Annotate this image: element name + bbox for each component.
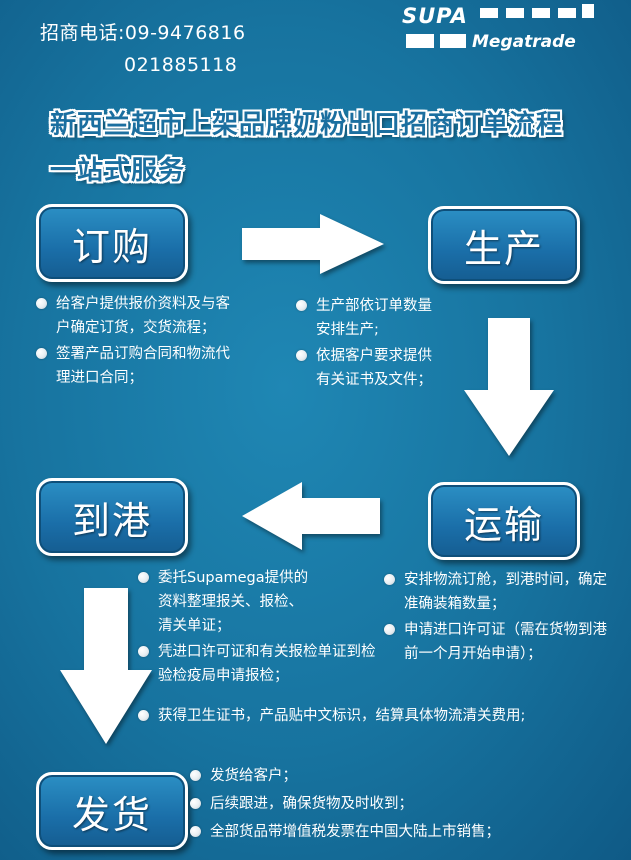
- bullet-dot-icon: [384, 574, 395, 585]
- list-item: 凭进口许可证和有关报检单证到检验检疫局申请报检；: [138, 640, 383, 688]
- bullet-dot-icon: [190, 826, 201, 837]
- step-arrival-bullets: 委托Supamega提供的资料整理报关、报检、清关单证； 凭进口许可证和有关报检…: [138, 566, 376, 688]
- list-item: 发货给客户；: [190, 764, 610, 788]
- list-item: 后续跟进，确保货物及时收到；: [190, 792, 610, 816]
- arrow-left-icon: [242, 482, 380, 550]
- logo-checker-block: [480, 8, 498, 18]
- step-transport-bullets: 安排物流订舱，到港时间，确定准确装箱数量； 申请进口许可证（需在货物到港前一个月…: [384, 568, 610, 666]
- list-item: 全部货品带增值税发票在中国大陆上市销售；: [190, 820, 610, 844]
- step-arrival-bullet-3: 获得卫生证书，产品贴中文标识，结算具体物流清关费用;: [138, 704, 608, 728]
- logo-text-top: SUPA: [402, 4, 468, 28]
- bullet-dot-icon: [36, 348, 47, 359]
- list-item: 依据客户要求提供有关证书及文件；: [296, 344, 436, 392]
- list-item: 申请进口许可证（需在货物到港前一个月开始申请）；: [384, 618, 610, 666]
- bullet-dot-icon: [138, 646, 149, 657]
- phone-line-1: 招商电话:09-9476816: [40, 22, 246, 44]
- logo-checker-block: [440, 34, 466, 48]
- page-title: 新西兰超市上架品牌奶粉出口招商订单流程: [50, 110, 564, 140]
- logo-checker-block: [406, 34, 434, 48]
- supa-megatrade-logo: SUPA Megatrade: [402, 4, 602, 54]
- step-delivery-bullets: 发货给客户； 后续跟进，确保货物及时收到； 全部货品带增值税发票在中国大陆上市销…: [190, 764, 610, 844]
- logo-checker-block: [506, 8, 524, 18]
- page-subtitle: 一站式服务: [50, 156, 186, 186]
- bullet-dot-icon: [36, 298, 47, 309]
- phone-line-2: 021885118: [124, 54, 238, 76]
- step-transport-box: 运输: [428, 482, 580, 560]
- list-item: 给客户提供报价资料及与客户确定订货，交货流程；: [36, 292, 231, 340]
- list-item: 安排物流订舱，到港时间，确定准确装箱数量；: [384, 568, 610, 616]
- bullet-dot-icon: [138, 572, 149, 583]
- list-item: 获得卫生证书，产品贴中文标识，结算具体物流清关费用;: [138, 704, 608, 728]
- arrow-right-icon: [242, 214, 384, 274]
- step-arrival-box: 到港: [36, 478, 188, 556]
- step-production-bullets: 生产部依订单数量安排生产; 依据客户要求提供有关证书及文件；: [296, 294, 436, 392]
- step-delivery-box: 发货: [36, 772, 188, 850]
- bullet-dot-icon: [138, 710, 149, 721]
- list-item: 生产部依订单数量安排生产;: [296, 294, 436, 342]
- list-item: 签署产品订购合同和物流代理进口合同；: [36, 342, 231, 390]
- logo-checker-block: [582, 4, 594, 18]
- logo-checker-block: [558, 8, 576, 18]
- bullet-dot-icon: [190, 770, 201, 781]
- step-order-bullets: 给客户提供报价资料及与客户确定订货，交货流程； 签署产品订购合同和物流代理进口合…: [36, 292, 231, 390]
- logo-text-bottom: Megatrade: [472, 32, 576, 52]
- step-order-box: 订购: [36, 204, 188, 282]
- bullet-dot-icon: [296, 300, 307, 311]
- arrow-down-icon: [464, 318, 554, 456]
- bullet-dot-icon: [384, 624, 395, 635]
- bullet-dot-icon: [190, 798, 201, 809]
- list-item: 委托Supamega提供的资料整理报关、报检、清关单证；: [138, 566, 313, 638]
- step-production-box: 生产: [428, 206, 580, 284]
- bullet-dot-icon: [296, 350, 307, 361]
- logo-checker-block: [532, 8, 550, 18]
- arrow-down-icon: [60, 588, 152, 744]
